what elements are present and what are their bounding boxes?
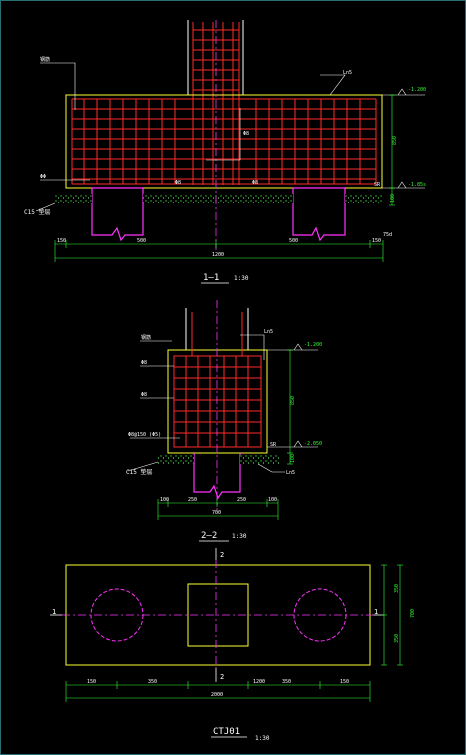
elevation2-bottom: -2.050 <box>304 441 322 447</box>
cushion-right <box>345 194 383 203</box>
cushion2-left <box>158 455 194 464</box>
column-outline <box>187 583 249 647</box>
dim-3: 500 <box>289 238 298 244</box>
callout2-cushion: C15 垫层 <box>126 468 152 476</box>
pile-2-2 <box>193 453 241 500</box>
callout-cushion: C15 垫层 <box>24 208 50 216</box>
callout2-l3: Φ8 <box>141 392 147 398</box>
plan-dim-total: 2000 <box>211 692 223 698</box>
dim-1: 150 <box>57 238 66 244</box>
section-2-2: 钢筋 Φ8 Φ8 Φ8@150 (Φ5) Ln5 C15 垫层 Ln5 -1.2… <box>126 300 322 542</box>
section-title: 1—1 <box>203 273 219 283</box>
dim-right-lower: 100 <box>390 194 396 203</box>
plan-dim-2: 350 <box>148 679 157 685</box>
plan-dim-3: 1200 <box>253 679 265 685</box>
callout2-l1: 钢筋 <box>141 334 151 341</box>
section-mark-top: 2 <box>220 551 224 559</box>
dim2-total: 700 <box>212 510 221 516</box>
section-mark-bottom: 2 <box>220 673 224 681</box>
dim2-right-upper: 850 <box>290 396 296 405</box>
footing2-rebar <box>173 312 262 448</box>
plan-scale: 1:30 <box>255 735 270 742</box>
section-scale: 1:30 <box>234 275 249 282</box>
callout-bottom-b: Φ8 <box>252 180 258 186</box>
dim-total: 1200 <box>212 252 224 258</box>
plan-dim-1: 150 <box>87 679 96 685</box>
elevation2-top: -1.200 <box>304 342 322 348</box>
dim-4: 150 <box>372 238 381 244</box>
footing2-outline <box>167 349 268 454</box>
section-1-1: 钢筋 Ln5 Φ8 ΦΦ Φ8 Φ8 C15 垫层 -1.200 -1.85s … <box>24 20 426 284</box>
footing-outline <box>65 94 383 189</box>
dim2-3: 250 <box>237 497 246 503</box>
elevation-top: -1.200 <box>408 87 426 93</box>
dim2-2: 250 <box>188 497 197 503</box>
callout-mid: Φ8 <box>243 131 249 137</box>
dim-sr: SR <box>374 182 381 188</box>
callout2-ln5: Ln5 <box>264 329 273 335</box>
section-mark-right: 1 <box>374 608 378 616</box>
plan-dim-total-v: 700 <box>410 609 416 618</box>
dim2-4: 100 <box>268 497 277 503</box>
plan-dim-5: 150 <box>340 679 349 685</box>
callout2-l4: Φ8@150 (Φ5) <box>128 432 161 438</box>
note-75d: 75d <box>383 232 392 238</box>
elevation-bottom: -1.85s <box>408 182 426 188</box>
cushion-left <box>55 194 92 203</box>
cushion-mid <box>143 194 293 203</box>
plan-dim-b: 350 <box>394 634 400 643</box>
plan-dim-a: 350 <box>394 584 400 593</box>
dim2-sr: SR <box>270 442 277 448</box>
plan-title: CTJ01 <box>213 727 240 737</box>
dim2-right-lower: 100 <box>290 454 296 463</box>
note2-ln5: Ln5 <box>286 470 295 476</box>
callout-left-bottom: ΦΦ <box>40 174 46 180</box>
callout2-l2: Φ8 <box>141 360 147 366</box>
cushion2-right <box>240 455 280 464</box>
piles-1-1 <box>91 187 346 242</box>
dim-2: 500 <box>137 238 146 244</box>
footing-rebar <box>71 98 377 185</box>
callout-bottom-a: Φ8 <box>175 180 181 186</box>
dim2-1: 100 <box>160 497 169 503</box>
section-mark-left: 1 <box>52 608 56 616</box>
plan-dim-4: 350 <box>282 679 291 685</box>
callout-rebar: 钢筋 <box>40 56 50 63</box>
plan-ctj01: 2 2 1 1 350 350 700 150 <box>50 548 416 742</box>
section2-title: 2—2 <box>201 531 217 541</box>
dim-right-upper: 850 <box>392 136 398 145</box>
section2-scale: 1:30 <box>232 533 247 540</box>
callout-ln5: Ln5 <box>343 70 352 76</box>
